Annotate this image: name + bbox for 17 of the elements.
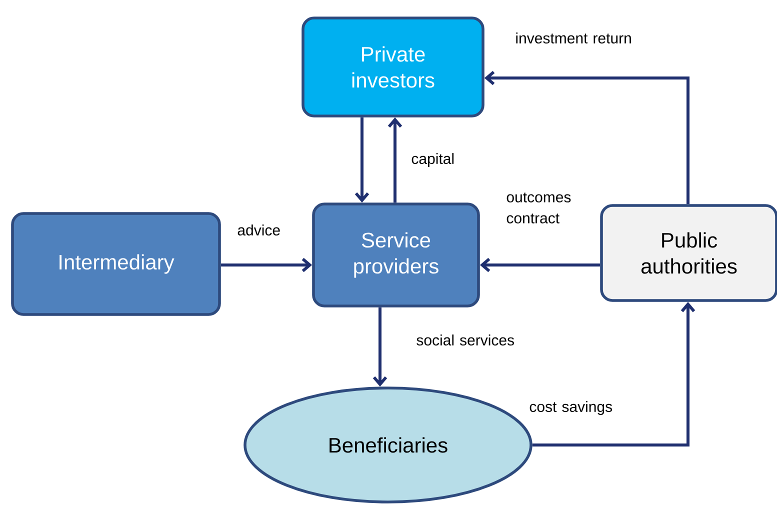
arrow: [480, 258, 600, 272]
edge-label: cost savings: [530, 401, 612, 415]
process-box: Private investors: [302, 16, 484, 118]
arrow: [388, 117, 402, 203]
arrow: [532, 302, 696, 446]
arrow: [372, 307, 388, 387]
process-box: Public authorities: [600, 204, 777, 302]
edge-label: outcomes contract: [506, 192, 571, 224]
edge-label: social services: [416, 334, 514, 346]
arrow: [354, 117, 370, 203]
process-box: Intermediary: [11, 212, 221, 316]
arrow: [484, 70, 690, 204]
edge-label: capital: [412, 153, 454, 167]
arrow: [220, 258, 312, 272]
edge-label: advice: [238, 224, 280, 236]
process-box: Service providers: [312, 202, 480, 308]
edge-label: investment return: [516, 32, 631, 44]
